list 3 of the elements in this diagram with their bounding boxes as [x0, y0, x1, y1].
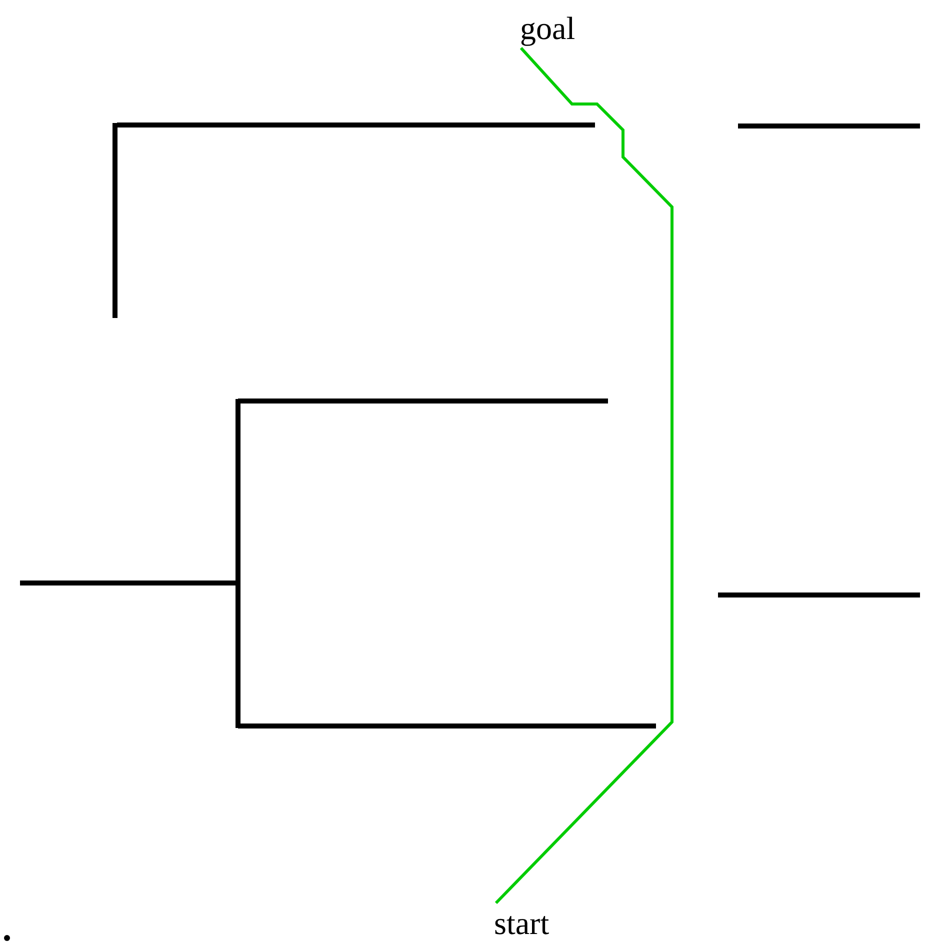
path-line: [494, 47, 674, 904]
path-end-label: goal: [520, 8, 576, 48]
path-end-label: start: [494, 903, 550, 943]
